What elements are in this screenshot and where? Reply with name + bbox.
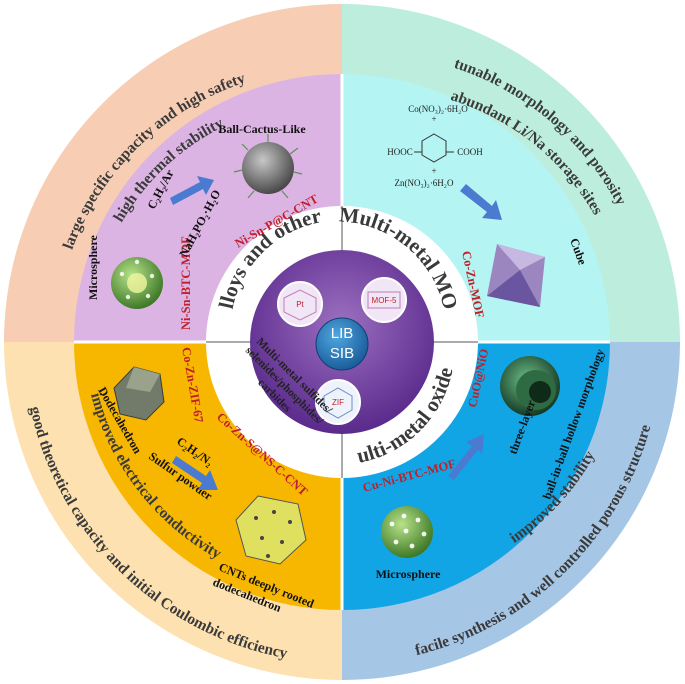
br-arrow: [448, 434, 484, 480]
inner-tile-pt: Pt: [277, 281, 323, 327]
tl-end-shape: Ball-Cactus-Like: [218, 122, 306, 136]
center-lib: LIB: [331, 325, 354, 342]
svg-text:HOOC: HOOC: [387, 147, 413, 157]
svg-text:MOF-5: MOF-5: [372, 296, 397, 305]
tr-linker-structure: [414, 133, 454, 163]
tr-cube-image: [487, 244, 545, 307]
br-start-shape: Microsphere: [376, 567, 442, 581]
svg-text:ZIF: ZIF: [332, 398, 344, 407]
svg-text:+: +: [431, 114, 436, 124]
lib-sib-circle: [315, 317, 369, 371]
svg-text:Zn(NO₃)₂·6H₂O: Zn(NO₃)₂·6H₂O: [395, 178, 454, 188]
svg-text:Pt: Pt: [296, 300, 304, 309]
inner-tile-zif: ZIF: [315, 379, 361, 425]
svg-text:+: +: [431, 166, 436, 176]
bl-arrow: [172, 456, 218, 490]
svg-text:Co(NO₃)₂·6H₂O: Co(NO₃)₂·6H₂O: [408, 104, 468, 114]
tl-start-shape: Microsphere: [86, 234, 100, 300]
bl-cnt-dodecahedron-image: [235, 495, 307, 565]
tl-ball-cactus-image: [242, 142, 294, 194]
tl-mof-name: Ni-Sn-BTC-MOF: [179, 236, 193, 330]
center-sib: SIB: [330, 345, 354, 362]
svg-text:COOH: COOH: [457, 147, 483, 157]
tr-arrow: [460, 184, 502, 220]
inner-tile-mof5: MOF-5: [361, 277, 407, 323]
tl-arrow: [170, 176, 214, 205]
